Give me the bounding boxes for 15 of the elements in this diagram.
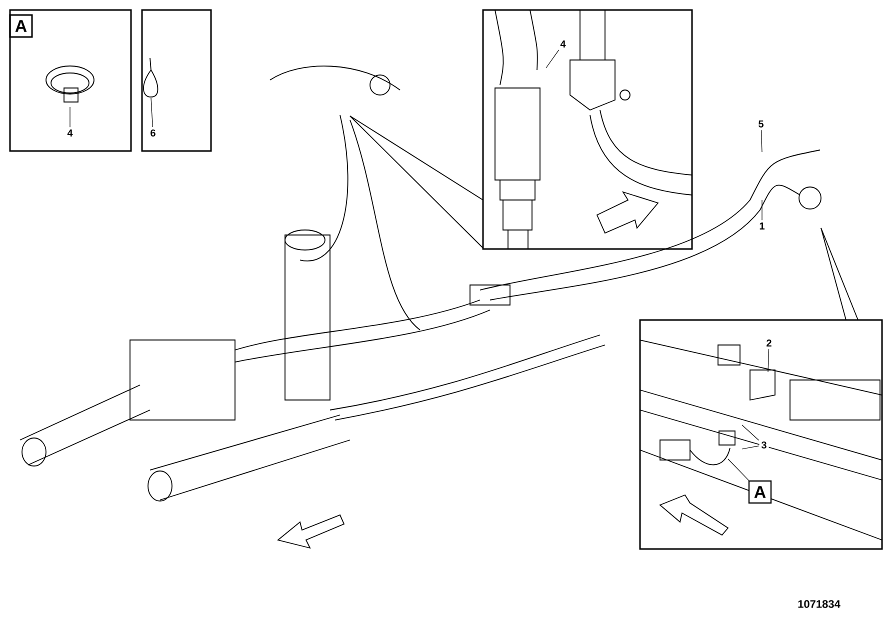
leader-line <box>742 446 760 450</box>
callout-number: 3 <box>759 439 769 451</box>
leader-line <box>728 458 750 481</box>
callout-number: 2 <box>764 338 774 348</box>
leader-line <box>768 348 770 372</box>
callout-number: 4 <box>65 128 75 138</box>
callout-number: 5 <box>756 118 766 130</box>
callout-number: 6 <box>148 127 158 139</box>
callout-number: 4 <box>558 38 568 50</box>
drawing-number: 1071834 <box>798 600 840 608</box>
leader-line <box>742 424 760 441</box>
leader-line <box>760 130 762 152</box>
leader-line <box>150 98 153 128</box>
callout-number: 1 <box>757 220 767 232</box>
leader-line <box>546 50 560 68</box>
